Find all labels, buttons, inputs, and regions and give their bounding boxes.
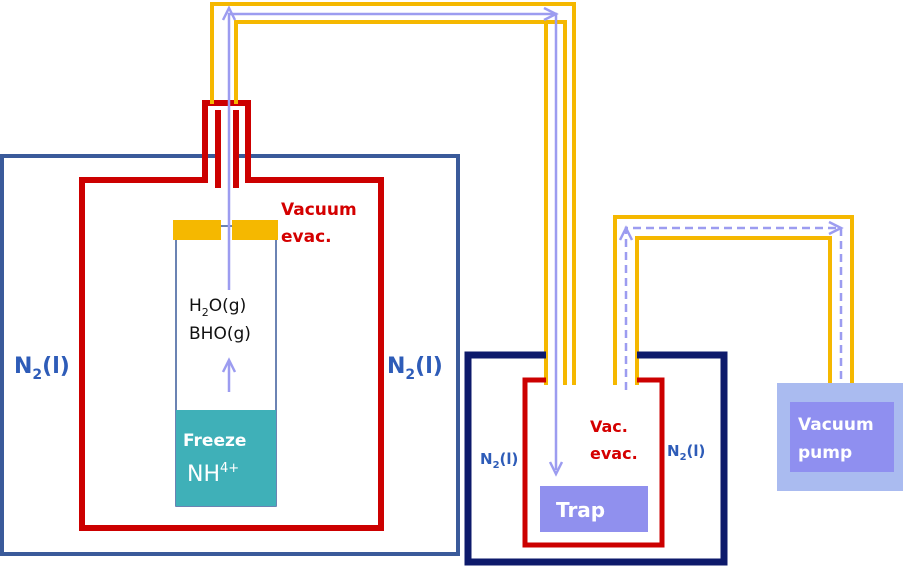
flow-arrow-up-icon <box>221 5 237 21</box>
pump-label-line2: pump <box>798 443 852 463</box>
neck-base-gap <box>200 188 254 196</box>
trap-vessel <box>522 377 665 548</box>
tube-outer-wall <box>212 2 576 385</box>
pump-flow-path <box>624 226 843 390</box>
n2-label-trap-left: N2(l) <box>480 450 518 471</box>
n2-label-trap-right: N2(l) <box>667 442 705 463</box>
vacuum-chamber <box>79 100 384 531</box>
tube-trap-to-pump <box>613 215 854 385</box>
vacuum-pump-label-bg <box>790 402 894 472</box>
flow-arrow-right-icon <box>543 6 559 22</box>
pump-label-line1: Vacuum <box>798 415 874 435</box>
vac-evac-label-line2: evac. <box>590 444 638 463</box>
trap-box <box>540 486 648 532</box>
sublimation-arrow-icon <box>221 357 237 373</box>
n2-label-middle: N2(l) <box>387 354 443 383</box>
pump-arrow-up-icon <box>618 225 634 241</box>
trap-dewar <box>464 351 728 566</box>
n2-label-left: N2(l) <box>14 354 70 383</box>
frozen-sample <box>176 410 276 506</box>
freeze-label: Freeze <box>183 431 246 451</box>
tube-inner-wall <box>234 20 548 385</box>
vial-cap-left <box>173 220 221 240</box>
gas-label-water: H2O(g) <box>189 296 246 319</box>
vapor-flow-path <box>227 12 558 470</box>
trap-label: Trap <box>556 498 605 522</box>
chamber-neck <box>218 108 236 200</box>
pump-arrow-right-icon <box>828 220 844 236</box>
nh-label: NH4+ <box>187 461 239 487</box>
vac-evac-label-line1: Vac. <box>590 417 628 436</box>
gas-label-bho: BHO(g) <box>189 324 251 344</box>
vacuum-evac-label-line1: Vacuum <box>281 200 357 220</box>
vacuum-evac-label-line2: evac. <box>281 227 332 247</box>
vial-cap-right <box>232 220 278 240</box>
flow-arrow-down-icon <box>548 461 564 477</box>
